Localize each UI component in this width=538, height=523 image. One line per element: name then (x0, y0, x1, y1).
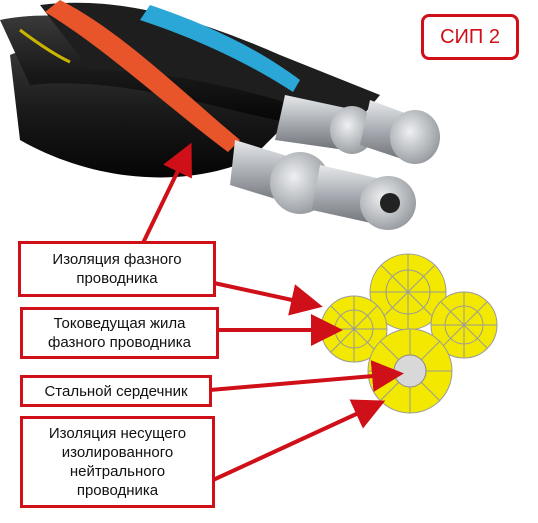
label-neutral-insulation-text: Изоляция несущего изолированного нейтрал… (48, 425, 187, 499)
arrow-neutral-insulation (212, 399, 386, 482)
cross-section-neutral (367, 328, 453, 414)
label-phase-insulation-text: Изоляция фазного проводника (52, 251, 182, 287)
callout-arrows (141, 142, 404, 482)
arrow-steel-core (209, 360, 404, 392)
cable-body (0, 0, 380, 178)
cable-type-text: СИП 2 (440, 25, 500, 48)
arrow-phase-insulation-section (213, 281, 323, 316)
cross-section-top (369, 253, 447, 331)
label-steel-core: Стальной сердечник (20, 375, 212, 407)
blue-stripe (140, 5, 300, 92)
label-phase-conductor: Токоведущая жила фазного проводника (20, 307, 219, 359)
cross-section (320, 253, 498, 414)
label-neutral-insulation: Изоляция несущего изолированного нейтрал… (20, 416, 215, 508)
label-phase-conductor-text: Токоведущая жила фазного проводника (48, 315, 191, 351)
label-steel-core-text: Стальной сердечник (44, 382, 188, 400)
cable-type-badge: СИП 2 (421, 14, 519, 60)
conductor-ends (230, 95, 440, 230)
cross-section-right (430, 291, 498, 359)
arrow-phase-insulation (141, 142, 192, 244)
label-phase-insulation: Изоляция фазного проводника (18, 241, 216, 297)
orange-stripe (45, 0, 240, 152)
